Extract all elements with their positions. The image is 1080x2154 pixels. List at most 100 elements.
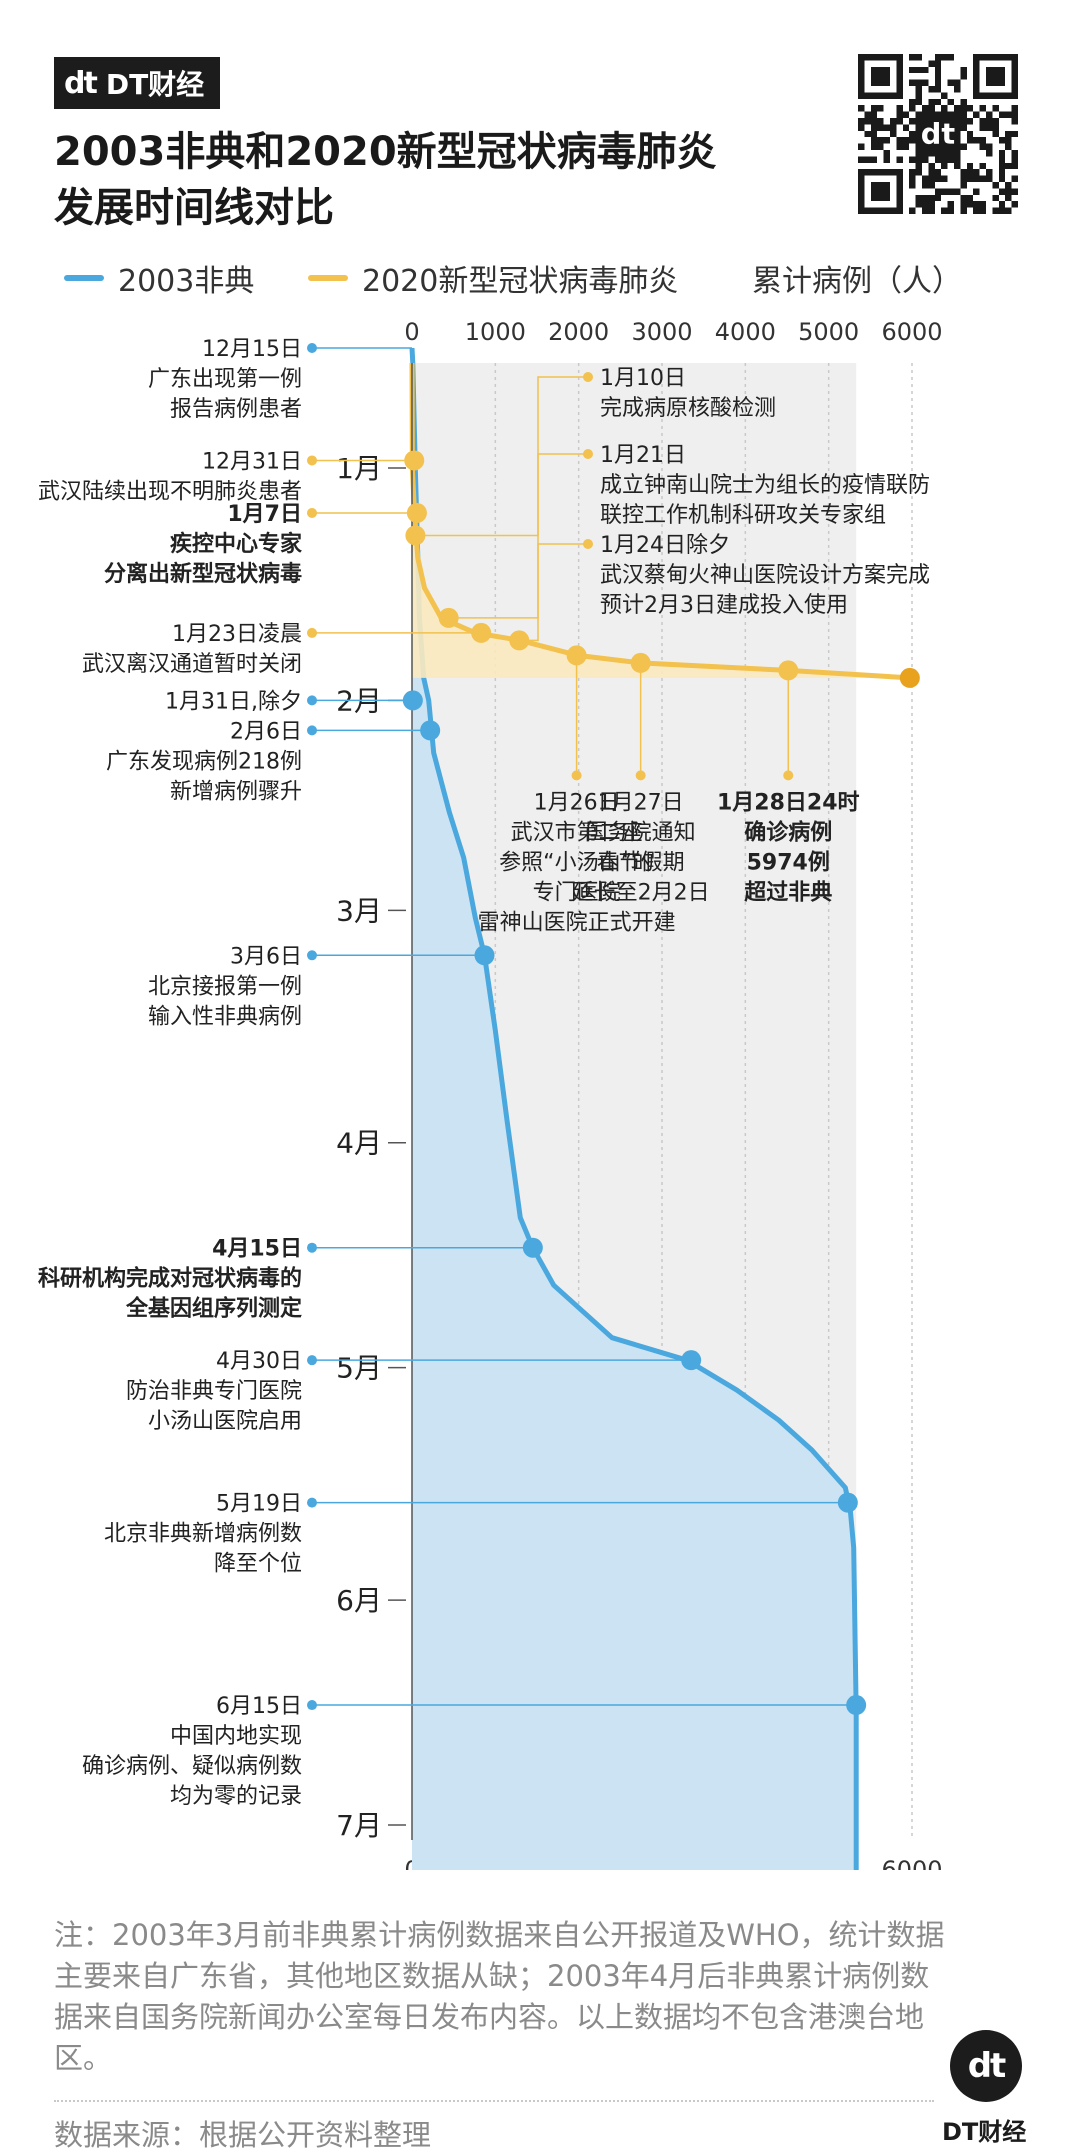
marker-anchor-dot [307,1497,317,1508]
marker-text: 确诊病例、疑似病例数 [82,1754,302,1779]
marker-anchor-dot [307,343,317,354]
legend-sars: 2003非典 [64,256,254,300]
marker-anchor-dot [307,627,317,638]
marker-date: 12月31日 [202,449,302,474]
callout-text: 春节假期 [597,850,685,875]
marker-date: 1月31日,除夕 [165,689,302,714]
marker-text: 中国内地实现 [170,1724,302,1749]
marker-text: 分离出新型冠状病毒 [104,561,302,587]
marker-text: 疾控中心专家 [170,531,303,557]
marker-text: 输入性非典病例 [148,1004,302,1029]
footnote: 注：2003年3月前非典累计病例数据来自公开报道及WHO，统计数据主要来自广东省… [54,1918,945,2075]
legend-sars-label: 2003非典 [118,264,255,299]
title-line-2: 发展时间线对比 [54,185,334,231]
marker-text: 武汉离汉通道暂时关闭 [82,652,302,677]
marker-text: 降至个位 [214,1552,302,1577]
x-tick-label-top: 0 [404,318,419,346]
callout-text: 确诊病例 [744,819,832,845]
callout-text: 专门医院 [533,880,621,905]
callout-anchor-dot [583,539,593,549]
title-line-1: 2003非典和2020新型冠状病毒肺炎 [54,129,717,175]
callout-text: 国务院通知 [586,820,696,845]
series-marker-dot [899,667,920,688]
x-tick-label-top: 6000 [881,318,942,346]
callout-date: 1月28日24时 [717,790,860,815]
month-label: 7月 [336,1809,382,1842]
series-marker-dot [405,525,426,546]
callout-anchor-dot [635,770,646,781]
callout-date: 1月26日 [534,790,620,815]
marker-text: 小汤山医院启用 [148,1409,302,1434]
callout-text: 超过非典 [744,880,832,905]
marker-date: 6月15日 [216,1694,302,1719]
callout-text: 完成病原核酸检测 [600,396,776,421]
legend: 2003非典 2020新型冠状病毒肺炎 累计病例（人） [60,256,1020,306]
marker-date: 1月7日 [227,502,302,527]
month-label: 5月 [336,1352,382,1385]
callout-anchor-dot [583,449,593,459]
marker-text: 防治非典专门医院 [126,1379,302,1404]
callout-text: 延长至2月2日 [572,880,710,905]
legend-sars-swatch [64,275,104,281]
month-label: 3月 [336,894,382,927]
qr-code-icon[interactable]: dt [858,54,1018,214]
page-title: 2003非典和2020新型冠状病毒肺炎 发展时间线对比 [54,124,717,236]
marker-date: 2月6日 [230,719,302,744]
legend-covid-label: 2020新型冠状病毒肺炎 [362,264,679,299]
marker-text: 广东发现病例218例 [106,749,302,774]
callout-date: 1月24日除夕 [600,533,730,558]
callout-text: 武汉市第二座 [511,820,643,845]
svg-text:dt: dt [921,117,956,151]
series-marker-dot [846,1695,867,1716]
callout-date: 1月27日 [598,790,684,815]
x-tick-label-bottom: 6000 [881,1856,942,1870]
legend-covid-swatch [308,275,348,281]
sars-line [409,347,859,1870]
series-marker-dot [509,630,530,651]
callout-text: 参照“小汤山”的 [499,850,654,875]
sars-area [412,348,857,1870]
brand-badge: dt DT财经 [54,57,221,109]
marker-text: 北京非典新增病例数 [104,1522,302,1547]
marker-date: 4月30日 [216,1349,302,1374]
callout-date: 1月10日 [600,366,686,391]
dt-logo-icon: dt [64,65,98,101]
series-marker-dot [837,1492,858,1513]
legend-covid: 2020新型冠状病毒肺炎 [308,256,678,300]
marker-text: 北京接报第一例 [148,974,302,999]
marker-text: 均为零的记录 [170,1784,302,1809]
callout-text: 联控工作机制科研攻关专家组 [600,503,886,528]
callout-text: 5974例 [747,850,830,875]
series-marker-dot [522,1237,543,1258]
dt-logo-icon: dt [950,2030,1022,2102]
callout-date: 1月21日 [600,443,686,468]
marker-text: 新增病例骤升 [170,779,302,804]
marker-anchor-dot [307,1700,317,1711]
x-tick-label-top: 3000 [631,318,692,346]
marker-date: 1月23日凌晨 [172,622,302,647]
callout-anchor-dot [571,770,582,781]
marker-anchor-dot [307,950,317,961]
y-unit-label: 累计病例（人） [752,264,962,299]
callout-text: 预计2月3日建成投入使用 [600,593,848,618]
marker-date: 4月15日 [212,1237,302,1262]
series-marker-dot [471,622,492,643]
series-marker-dot [406,502,427,523]
x-tick-label-top: 1000 [465,318,526,346]
marker-anchor-dot [307,1242,317,1253]
marker-anchor-dot [307,507,317,518]
marker-text: 科研机构完成对冠状病毒的 [38,1266,302,1292]
month-label: 1月 [336,452,382,485]
callout-text: 武汉蔡甸火神山医院设计方案完成 [600,563,930,588]
series-marker-dot [438,607,459,628]
series-marker-dot [420,720,441,741]
callout-text: 成立钟南山院士为组长的疫情联防 [600,473,930,498]
x-tick-label-top: 5000 [798,318,859,346]
month-label: 6月 [336,1584,382,1617]
footer-divider [54,2100,934,2102]
brand-name: DT财经 [105,68,205,101]
marker-date: 3月6日 [230,944,302,969]
callout-leader [448,453,588,619]
callout-anchor-dot [783,770,794,781]
data-source: 数据来源：根据公开资料整理 [54,2118,432,2152]
